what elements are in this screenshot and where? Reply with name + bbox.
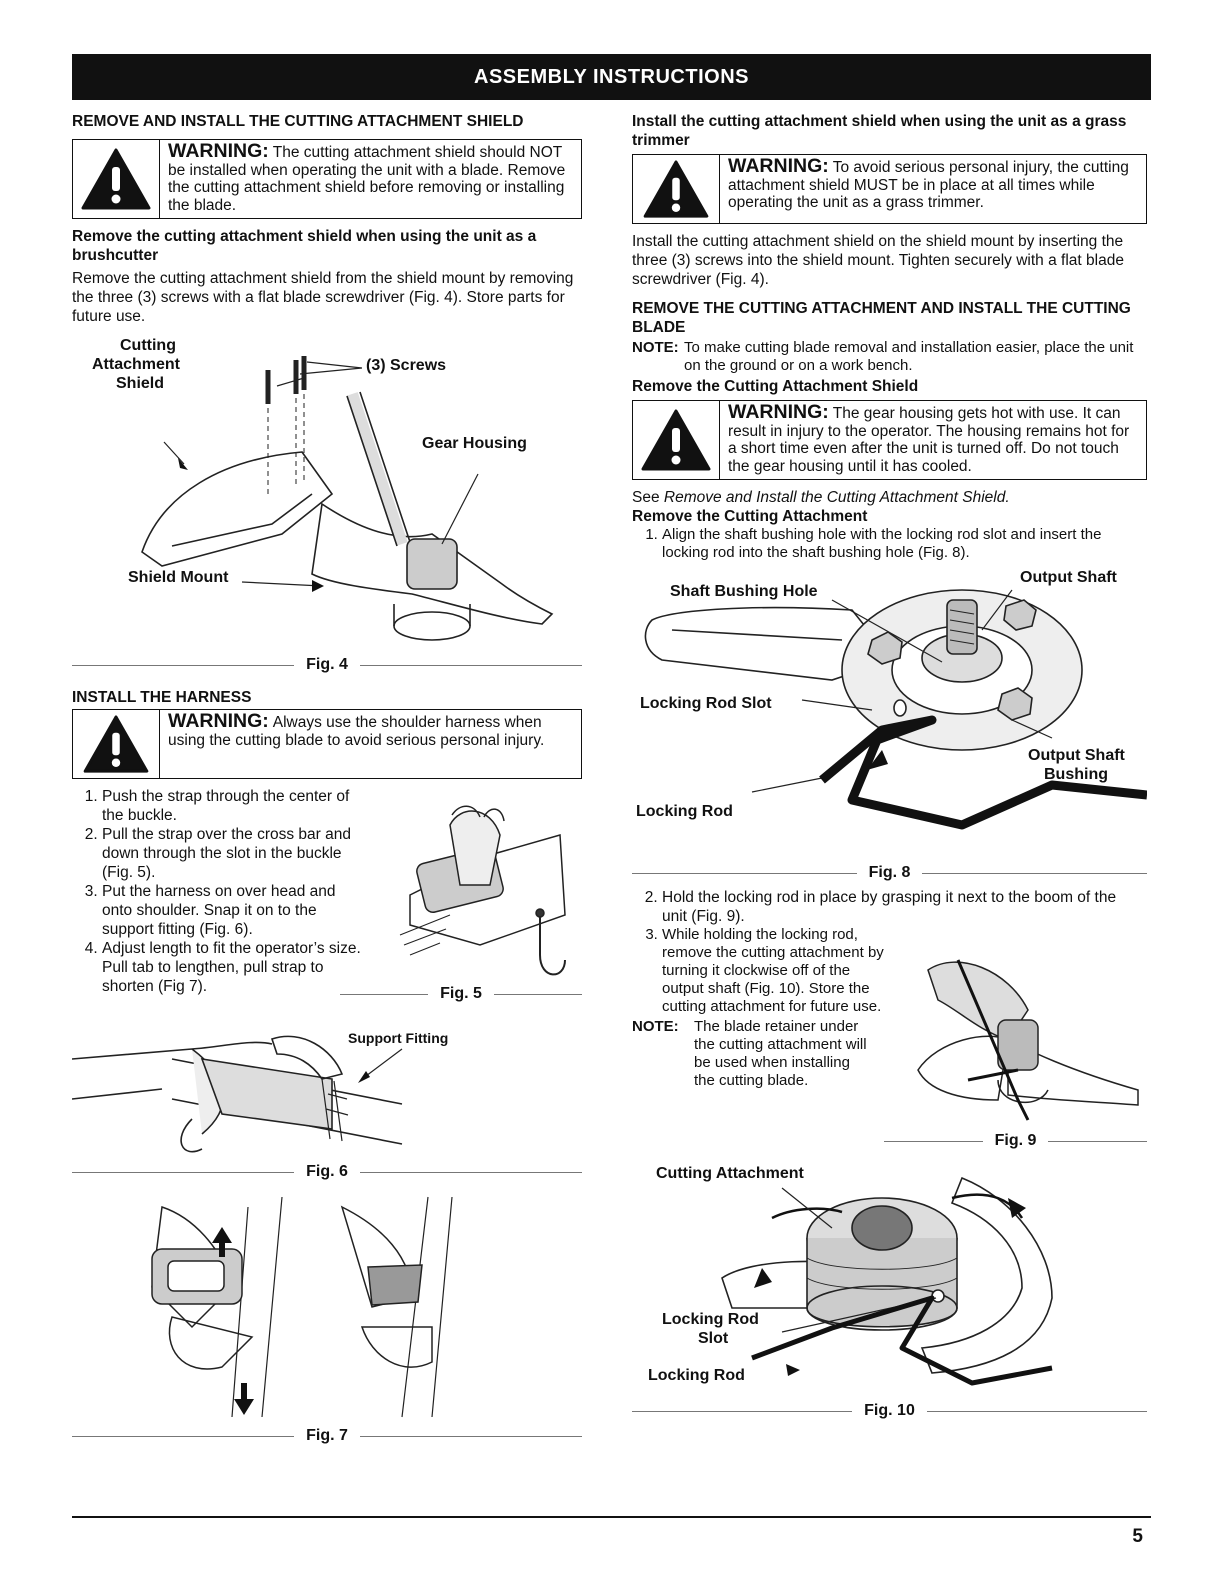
right-column: Install the cutting attachment shield wh… (632, 112, 1147, 1426)
fig10-label-cutting-attachment: Cutting Attachment (656, 1165, 804, 1182)
fig6-caption-row: Fig. 6 (72, 1163, 582, 1181)
warning-label: WARNING: (168, 140, 269, 162)
remove-steps-1: Align the shaft bushing hole with the lo… (628, 526, 1147, 562)
figure-7-illustration (151, 1196, 453, 1418)
note-text: The blade retainer under the cutting att… (694, 1018, 867, 1089)
paragraph-install-shield: Install the cutting attachment shield on… (632, 233, 1124, 288)
figure-4: Cutting Attachment Shield (3) Screws Gea… (72, 334, 582, 652)
section-title-cutting-blade: REMOVE THE CUTTING ATTACHMENT AND INSTAL… (632, 300, 1131, 336)
figure-5-illustration (399, 805, 566, 976)
fig10-label-locking-rod: Locking Rod (648, 1367, 745, 1384)
fig8-label-shaft-bushing-hole: Shaft Bushing Hole (670, 583, 818, 600)
section-title-harness: INSTALL THE HARNESS (72, 689, 252, 706)
warning-icon (73, 140, 160, 218)
figure-8: Output Shaft Shaft Bushing Hole Locking … (632, 569, 1147, 860)
figure-6: Support Fitting (72, 1019, 582, 1159)
subsection-title-remove-attachment: Remove the Cutting Attachment (632, 508, 868, 525)
section-banner: ASSEMBLY INSTRUCTIONS (72, 54, 1151, 100)
fig8-label-output-shaft: Output Shaft (1020, 569, 1117, 586)
fig9-caption: Fig. 9 (994, 1132, 1037, 1149)
note-label: NOTE: (632, 1018, 679, 1035)
fig10-caption: Fig. 10 (864, 1402, 915, 1419)
fig10-label-locking-rod-slot-2: Slot (698, 1330, 729, 1347)
fig10-caption-row: Fig. 10 (632, 1402, 1147, 1420)
figure-10-illustration (721, 1176, 1053, 1386)
figure-9-illustration (917, 959, 1139, 1121)
fig8-caption-row: Fig. 8 (632, 864, 1147, 882)
list-item: Hold the locking rod in place by graspin… (662, 888, 1122, 926)
fig4-label-attachment: Attachment (92, 356, 181, 373)
note-text: To make cutting blade removal and instal… (684, 339, 1134, 374)
paragraph-brushcutter: Remove the cutting attachment shield fro… (72, 270, 574, 325)
warning-icon (73, 710, 160, 778)
figure-8-illustration (644, 589, 1147, 830)
left-column: REMOVE AND INSTALL THE CUTTING ATTACHMEN… (72, 112, 582, 1451)
fig6-label-support-fitting: Support Fitting (348, 1030, 449, 1046)
figure-7 (72, 1187, 582, 1423)
warning-box-grass-trimmer: WARNING:To avoid serious personal injury… (632, 154, 1147, 224)
subsection-title-brushcutter: Remove the cutting attachment shield whe… (72, 228, 537, 264)
fig4-label-gear-housing: Gear Housing (422, 435, 527, 452)
list-item: Align the shaft bushing hole with the lo… (662, 526, 1147, 562)
fig7-caption: Fig. 7 (306, 1427, 348, 1444)
warning-box-shield: WARNING:The cutting attachment shield sh… (72, 139, 582, 219)
subsection-title-grass-trimmer: Install the cutting attachment shield wh… (632, 113, 1127, 149)
list-item: Put the harness on over head and onto sh… (102, 882, 362, 939)
fig9-caption-row: Fig. 9 (884, 1132, 1147, 1150)
fig6-caption: Fig. 6 (306, 1163, 348, 1180)
harness-steps-block: Push the strap through the center of the… (72, 787, 582, 1019)
remove-steps-2: Hold the locking rod in place by graspin… (628, 888, 1147, 926)
fig8-label-output-shaft-bushing-2: Bushing (1044, 766, 1108, 783)
warning-text: To avoid serious personal injury, the cu… (728, 159, 1129, 211)
see-reference: See Remove and Install the Cutting Attac… (632, 488, 1147, 507)
page-number: 5 (1132, 1526, 1143, 1547)
see-prefix: See (632, 489, 664, 506)
warning-box-harness: WARNING:Always use the shoulder harness … (72, 709, 582, 779)
fig8-label-output-shaft-bushing-1: Output Shaft (1028, 747, 1125, 764)
harness-steps: Push the strap through the center of the… (68, 787, 362, 996)
section-title-shield: REMOVE AND INSTALL THE CUTTING ATTACHMEN… (72, 113, 524, 130)
warning-box-gear-housing: WARNING:The gear housing gets hot with u… (632, 400, 1147, 480)
see-link-text: Remove and Install the Cutting Attachmen… (663, 489, 1010, 506)
figure-4-illustration (141, 356, 554, 641)
warning-text: Always use the shoulder harness when usi… (168, 714, 545, 749)
warning-text: The gear housing gets hot with use. It c… (728, 405, 1130, 475)
fig4-label-shield: Shield (116, 375, 165, 392)
warning-label: WARNING: (728, 155, 829, 177)
warning-label: WARNING: (728, 401, 829, 423)
note-blade-retainer: NOTE: The blade retainer under the cuttin… (632, 1018, 872, 1090)
list-item: Adjust length to fit the operator’s size… (102, 939, 372, 996)
fig8-caption: Fig. 8 (868, 864, 911, 881)
figure-6-illustration (72, 1035, 403, 1153)
fig5-caption-row: Fig. 5 (340, 985, 582, 1003)
note-label: NOTE: (632, 339, 679, 356)
fig7-caption-row: Fig. 7 (72, 1427, 582, 1445)
fig5-caption: Fig. 5 (440, 985, 482, 1002)
warning-label: WARNING: (168, 710, 269, 732)
fig9-block: While holding the locking rod, remove th… (632, 926, 1147, 1158)
fig4-caption-row: Fig. 4 (72, 656, 582, 674)
fig4-label-screws: (3) Screws (366, 357, 447, 374)
remove-steps-3: While holding the locking rod, remove th… (628, 926, 884, 1016)
warning-icon (633, 155, 720, 223)
list-item: Push the strap through the center of the… (102, 787, 362, 825)
fig8-label-locking-rod-slot: Locking Rod Slot (640, 695, 772, 712)
fig10-label-locking-rod-slot-1: Locking Rod (662, 1311, 759, 1328)
subsection-title-remove-shield: Remove the Cutting Attachment Shield (632, 378, 919, 395)
note-work-bench: NOTE: To make cutting blade removal and i… (632, 339, 1147, 375)
fig4-label-shield-mount: Shield Mount (128, 569, 229, 586)
footer-rule (72, 1516, 1151, 1518)
list-item: While holding the locking rod, remove th… (662, 926, 884, 1016)
list-item: Pull the strap over the cross bar and do… (102, 825, 362, 882)
warning-text: The cutting attachment shield should NOT… (168, 144, 566, 214)
figure-10: Cutting Attachment Locking Rod Slot Lock… (632, 1158, 1147, 1398)
fig4-label-cutting: Cutting (120, 337, 176, 354)
fig4-caption: Fig. 4 (306, 656, 348, 673)
fig8-label-locking-rod: Locking Rod (636, 803, 733, 820)
warning-icon (633, 401, 720, 479)
